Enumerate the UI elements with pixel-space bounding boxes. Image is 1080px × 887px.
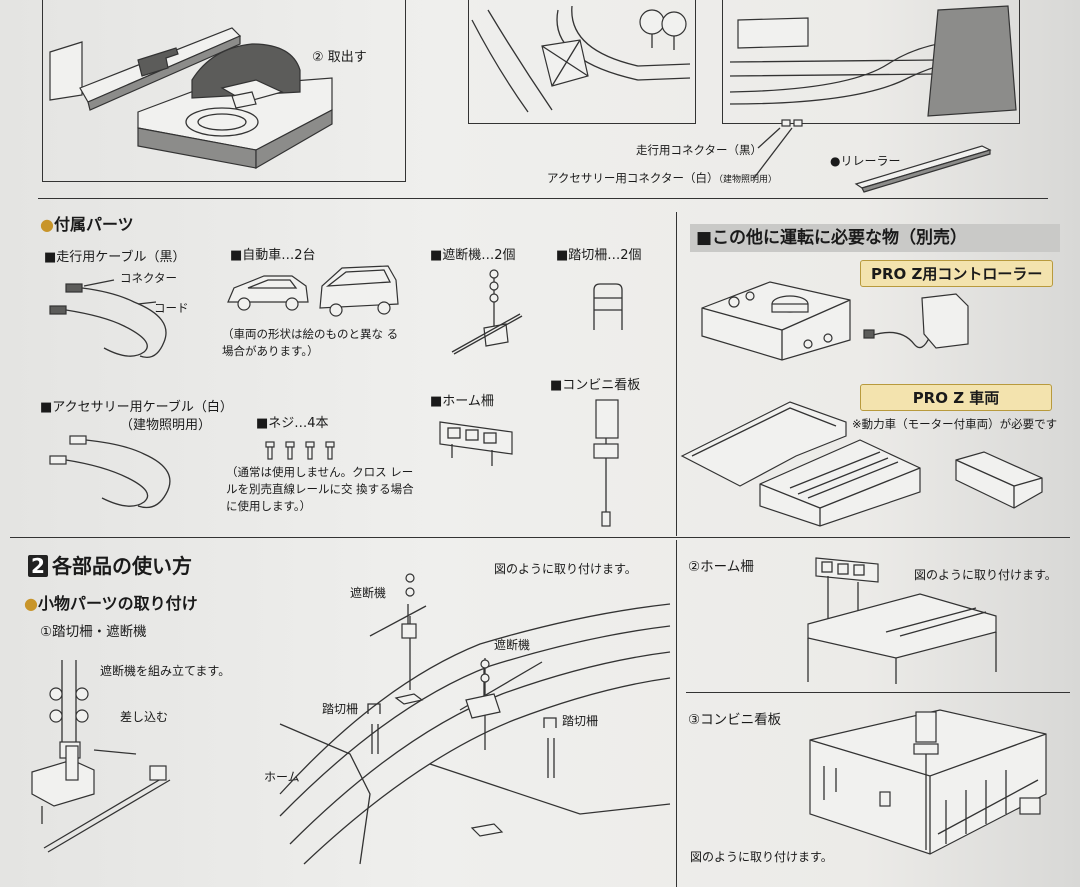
remove-layout-illustration — [49, 27, 333, 170]
screws-illustration — [265, 441, 335, 460]
track-installation-illustration — [279, 573, 671, 865]
cars-label: ■自動車…2台 — [230, 248, 316, 263]
divider-middle — [10, 537, 1070, 538]
attach-note-center: 図のように取り付けます。 — [494, 562, 637, 576]
platform-fence-label: ■ホーム柵 — [430, 394, 494, 409]
usage-title-text: 各部品の使い方 — [52, 554, 192, 578]
cable-white-sub: （建物照明用） — [120, 418, 212, 433]
item3-label: ③コンビニ看板 — [688, 712, 782, 728]
controller-badge: PRO Z用コントローラー — [860, 260, 1054, 287]
vehicle-badge: PRO Z 車両 — [860, 384, 1052, 411]
crossing-fence-label: ■踏切柵…2個 — [556, 248, 642, 263]
top-center-panel-right — [722, 0, 1020, 124]
gate-label-b: 遮断機 — [494, 638, 531, 652]
layout-diorama-illustration — [471, 5, 1017, 117]
required-title: ■この他に運転に必要な物（別売） — [690, 224, 1060, 252]
screws-label: ■ネジ…4本 — [256, 416, 329, 431]
screws-note: （通常は使用しません。クロス レールを別売直線レールに交 換する場合に使用します… — [226, 465, 414, 513]
connector-accessory-label: アクセサリー用コネクター（白）（建物照明用） — [547, 170, 777, 186]
usage-subtitle: ●小物パーツの取り付け — [24, 590, 198, 614]
top-left-panel — [42, 0, 406, 182]
store-sign-label: ■コンビニ看板 — [550, 378, 641, 393]
assemble-note: 遮断機を組み立てます。 — [100, 664, 231, 678]
white-cable-illustration — [49, 435, 171, 509]
step-remove-label: ② 取出す — [312, 50, 367, 65]
divider-top — [38, 198, 1048, 199]
fence-label-b: 踏切柵 — [562, 714, 599, 728]
rerailer-illustration — [854, 145, 992, 193]
usage-subtitle-text: 小物パーツの取り付け — [37, 594, 198, 613]
connector-travel-label: 走行用コネクター（黒） — [636, 143, 763, 157]
connector-leader-lines — [753, 127, 793, 179]
cars-note: （車両の形状は絵のものと異な る場合があります。） — [222, 327, 399, 358]
item2-note: 図のように取り付けます。 — [914, 568, 1057, 582]
rerailer-label: ●リレーラー — [830, 154, 901, 168]
divider-required — [676, 212, 677, 536]
crossing-gate-label: ■遮断機…2個 — [430, 248, 516, 263]
cable-white-label: ■アクセサリー用ケーブル（白） — [40, 400, 233, 415]
bullet-dot-icon-2: ● — [24, 594, 38, 613]
divider-lower-right — [686, 692, 1070, 693]
top-center-panel-left — [468, 0, 696, 124]
connector-label: コネクター — [120, 271, 178, 285]
item1-label: ①踏切柵・遮断機 — [40, 624, 147, 640]
cable-black-label: ■走行用ケーブル（黒） — [44, 250, 186, 265]
item3-note: 図のように取り付けます。 — [690, 850, 833, 864]
connector-accessory-sub: （建物照明用） — [718, 175, 777, 185]
controller-illustration — [701, 281, 969, 361]
crossing-gate-illustration — [451, 269, 523, 355]
vehicle-note: ※動力車（モーター付車両）が必要です — [852, 417, 1058, 431]
divider-usage — [676, 540, 677, 887]
store-sign-illustration — [593, 399, 619, 527]
connector-accessory-text: アクセサリー用コネクター（白） — [547, 171, 719, 185]
store-sign-install-illustration — [809, 709, 1047, 855]
connector-plugs-icon — [781, 119, 803, 127]
fence-label-a: 踏切柵 — [322, 702, 359, 716]
platform-label: ホーム — [264, 770, 300, 784]
crossing-fence-illustration — [593, 283, 623, 330]
cord-label: コード — [154, 301, 189, 315]
parts-section-title: ●付属パーツ — [40, 211, 134, 235]
vehicle-case-illustration — [680, 401, 1043, 527]
gate-label-a: 遮断機 — [350, 586, 387, 600]
item2-label: ②ホーム柵 — [688, 559, 754, 575]
platform-fence-illustration — [439, 421, 513, 466]
bullet-dot-icon: ● — [40, 215, 54, 234]
section-number-badge: 2 — [28, 555, 48, 577]
gate-assembly-illustration — [31, 660, 171, 853]
cars-illustration — [227, 265, 399, 317]
insert-label: 差し込む — [120, 710, 169, 724]
black-cable-illustration — [49, 279, 167, 359]
parts-title-text: 付属パーツ — [53, 215, 134, 234]
platform-fence-install-illustration — [807, 557, 997, 684]
